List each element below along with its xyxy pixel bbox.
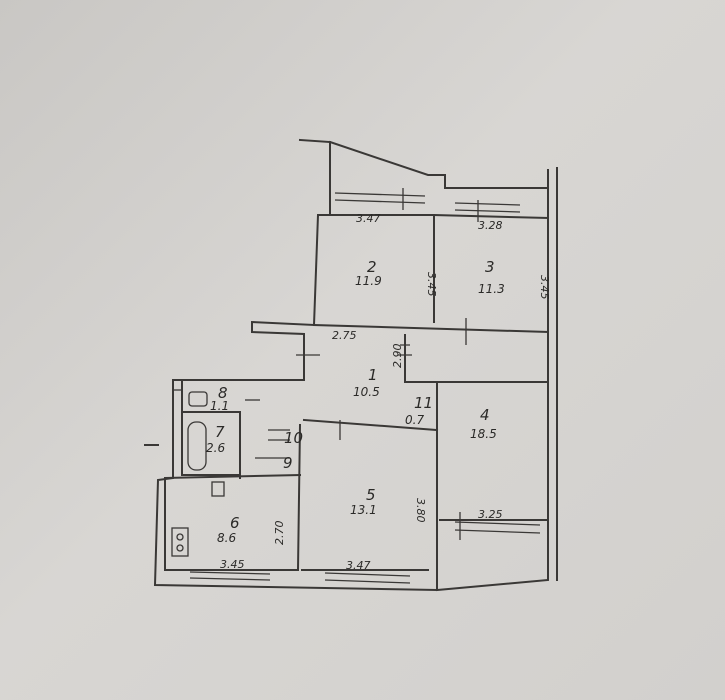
dim-room4-width: 3.25 bbox=[478, 508, 503, 521]
dim-hall-width: 2.75 bbox=[332, 329, 357, 342]
room-area-11: 0.7 bbox=[405, 413, 424, 427]
dim-room2-width: 3.47 bbox=[356, 212, 381, 225]
door-marks bbox=[172, 188, 479, 540]
room-number-3: 3 bbox=[485, 258, 495, 276]
room-area-5: 13.1 bbox=[350, 503, 377, 517]
toilet-icon bbox=[188, 391, 208, 407]
interior-walls bbox=[163, 213, 550, 572]
dim-room5-width: 3.47 bbox=[346, 559, 371, 572]
room-number-6: 6 bbox=[230, 514, 240, 532]
fixtures bbox=[171, 391, 225, 557]
dim-room6-width: 3.45 bbox=[220, 558, 245, 571]
room-number-5: 5 bbox=[366, 486, 376, 504]
room-number-1: 1 bbox=[368, 366, 378, 384]
room-number-7: 7 bbox=[215, 423, 225, 441]
bathtub-icon bbox=[187, 421, 207, 471]
room-number-4: 4 bbox=[480, 406, 490, 424]
room-area-6: 8.6 bbox=[217, 531, 236, 545]
exterior-walls bbox=[144, 138, 558, 592]
room-number-2: 2 bbox=[367, 258, 377, 276]
room-number-11: 11 bbox=[414, 394, 433, 412]
room-number-9: 9 bbox=[283, 454, 293, 472]
room-number-10: 10 bbox=[284, 429, 303, 447]
room-labels: 2 11.9 3 11.3 1 10.5 4 18.5 5 13.1 6 8.6… bbox=[206, 258, 505, 545]
dim-room5-depth: 3.80 bbox=[414, 498, 427, 523]
windows bbox=[189, 192, 541, 584]
room-area-2: 11.9 bbox=[355, 274, 382, 288]
room-area-4: 18.5 bbox=[470, 427, 497, 441]
room-area-3: 11.3 bbox=[478, 282, 505, 296]
dim-hall-depth: 2.90 bbox=[391, 344, 404, 369]
dim-room3-width: 3.28 bbox=[478, 219, 503, 232]
stove-icon bbox=[171, 527, 189, 557]
dim-room3-depth: 3.45 bbox=[538, 275, 551, 300]
dim-room6-depth: 2.70 bbox=[273, 521, 286, 546]
room-area-8: 1.1 bbox=[210, 399, 229, 413]
dimension-labels: 3.47 3.28 3.45 3.45 2.75 2.90 3.25 3.80 … bbox=[220, 212, 551, 572]
room-area-1: 10.5 bbox=[353, 385, 380, 399]
sink-icon bbox=[211, 481, 225, 497]
dim-room2-depth: 3.45 bbox=[425, 272, 438, 297]
room-number-8: 8 bbox=[218, 384, 228, 402]
room-area-7: 2.6 bbox=[206, 441, 225, 455]
